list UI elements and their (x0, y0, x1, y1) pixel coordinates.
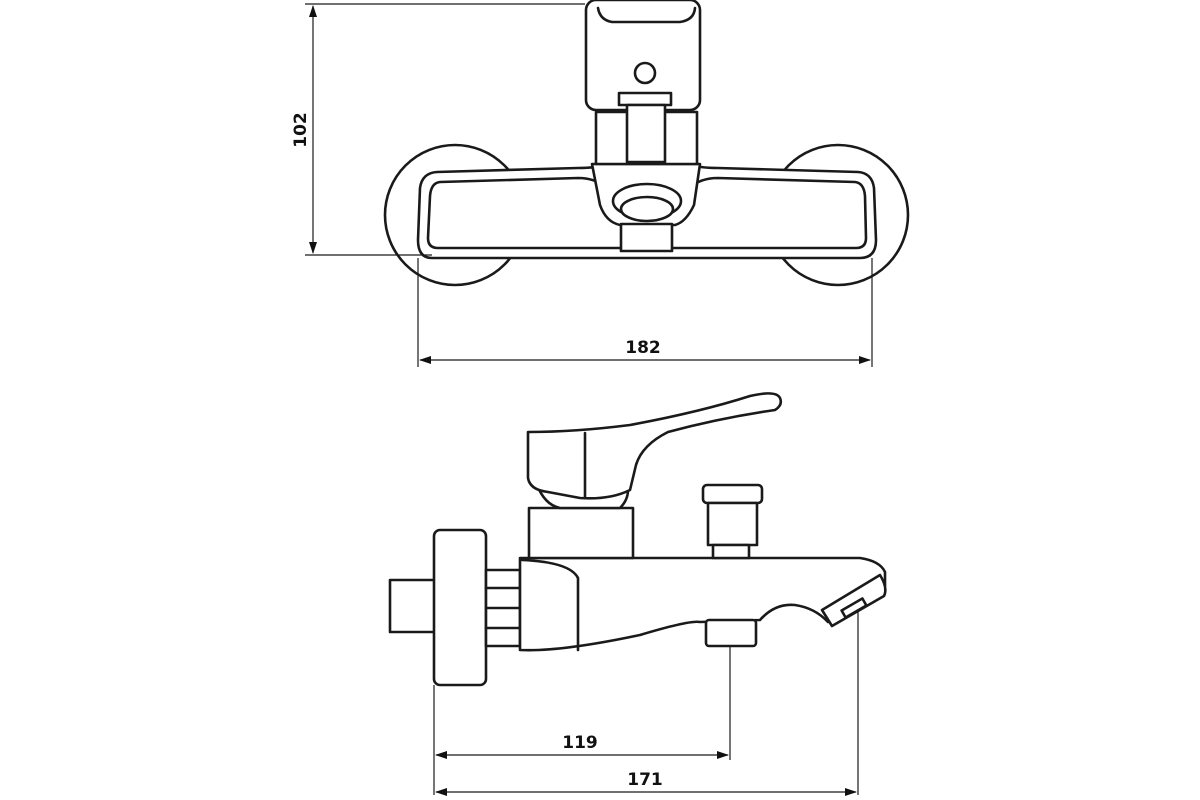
side-view (388, 392, 887, 687)
dim-119-label: 119 (562, 733, 598, 753)
diverter-base (711, 543, 751, 560)
diverter-cap (701, 483, 764, 505)
spout-nozzle (820, 573, 887, 628)
side-cartridge (527, 506, 635, 560)
width-dim-label: 182 (625, 338, 661, 358)
wall-flange (432, 528, 488, 687)
side-dimensions: 119 171 (433, 610, 859, 796)
aerator-nut (619, 222, 674, 253)
eccentric-pipe (388, 578, 438, 634)
lever-hole (633, 61, 657, 85)
lever-tip (596, 6, 697, 24)
side-body-face (520, 558, 580, 652)
side-body-spout (518, 556, 887, 652)
side-lever (526, 392, 783, 500)
diverter-stem-top (625, 103, 667, 164)
spout-aerator (840, 597, 868, 619)
shower-outlet (704, 618, 758, 648)
diverter-top (617, 91, 673, 107)
diverter-stem (706, 501, 759, 547)
top-dimensions: 102 182 (291, 3, 873, 367)
dim-171-label: 171 (627, 770, 663, 790)
aerator-inner (619, 195, 675, 223)
height-dim-label: 102 (291, 112, 311, 148)
top-view (383, 0, 910, 287)
